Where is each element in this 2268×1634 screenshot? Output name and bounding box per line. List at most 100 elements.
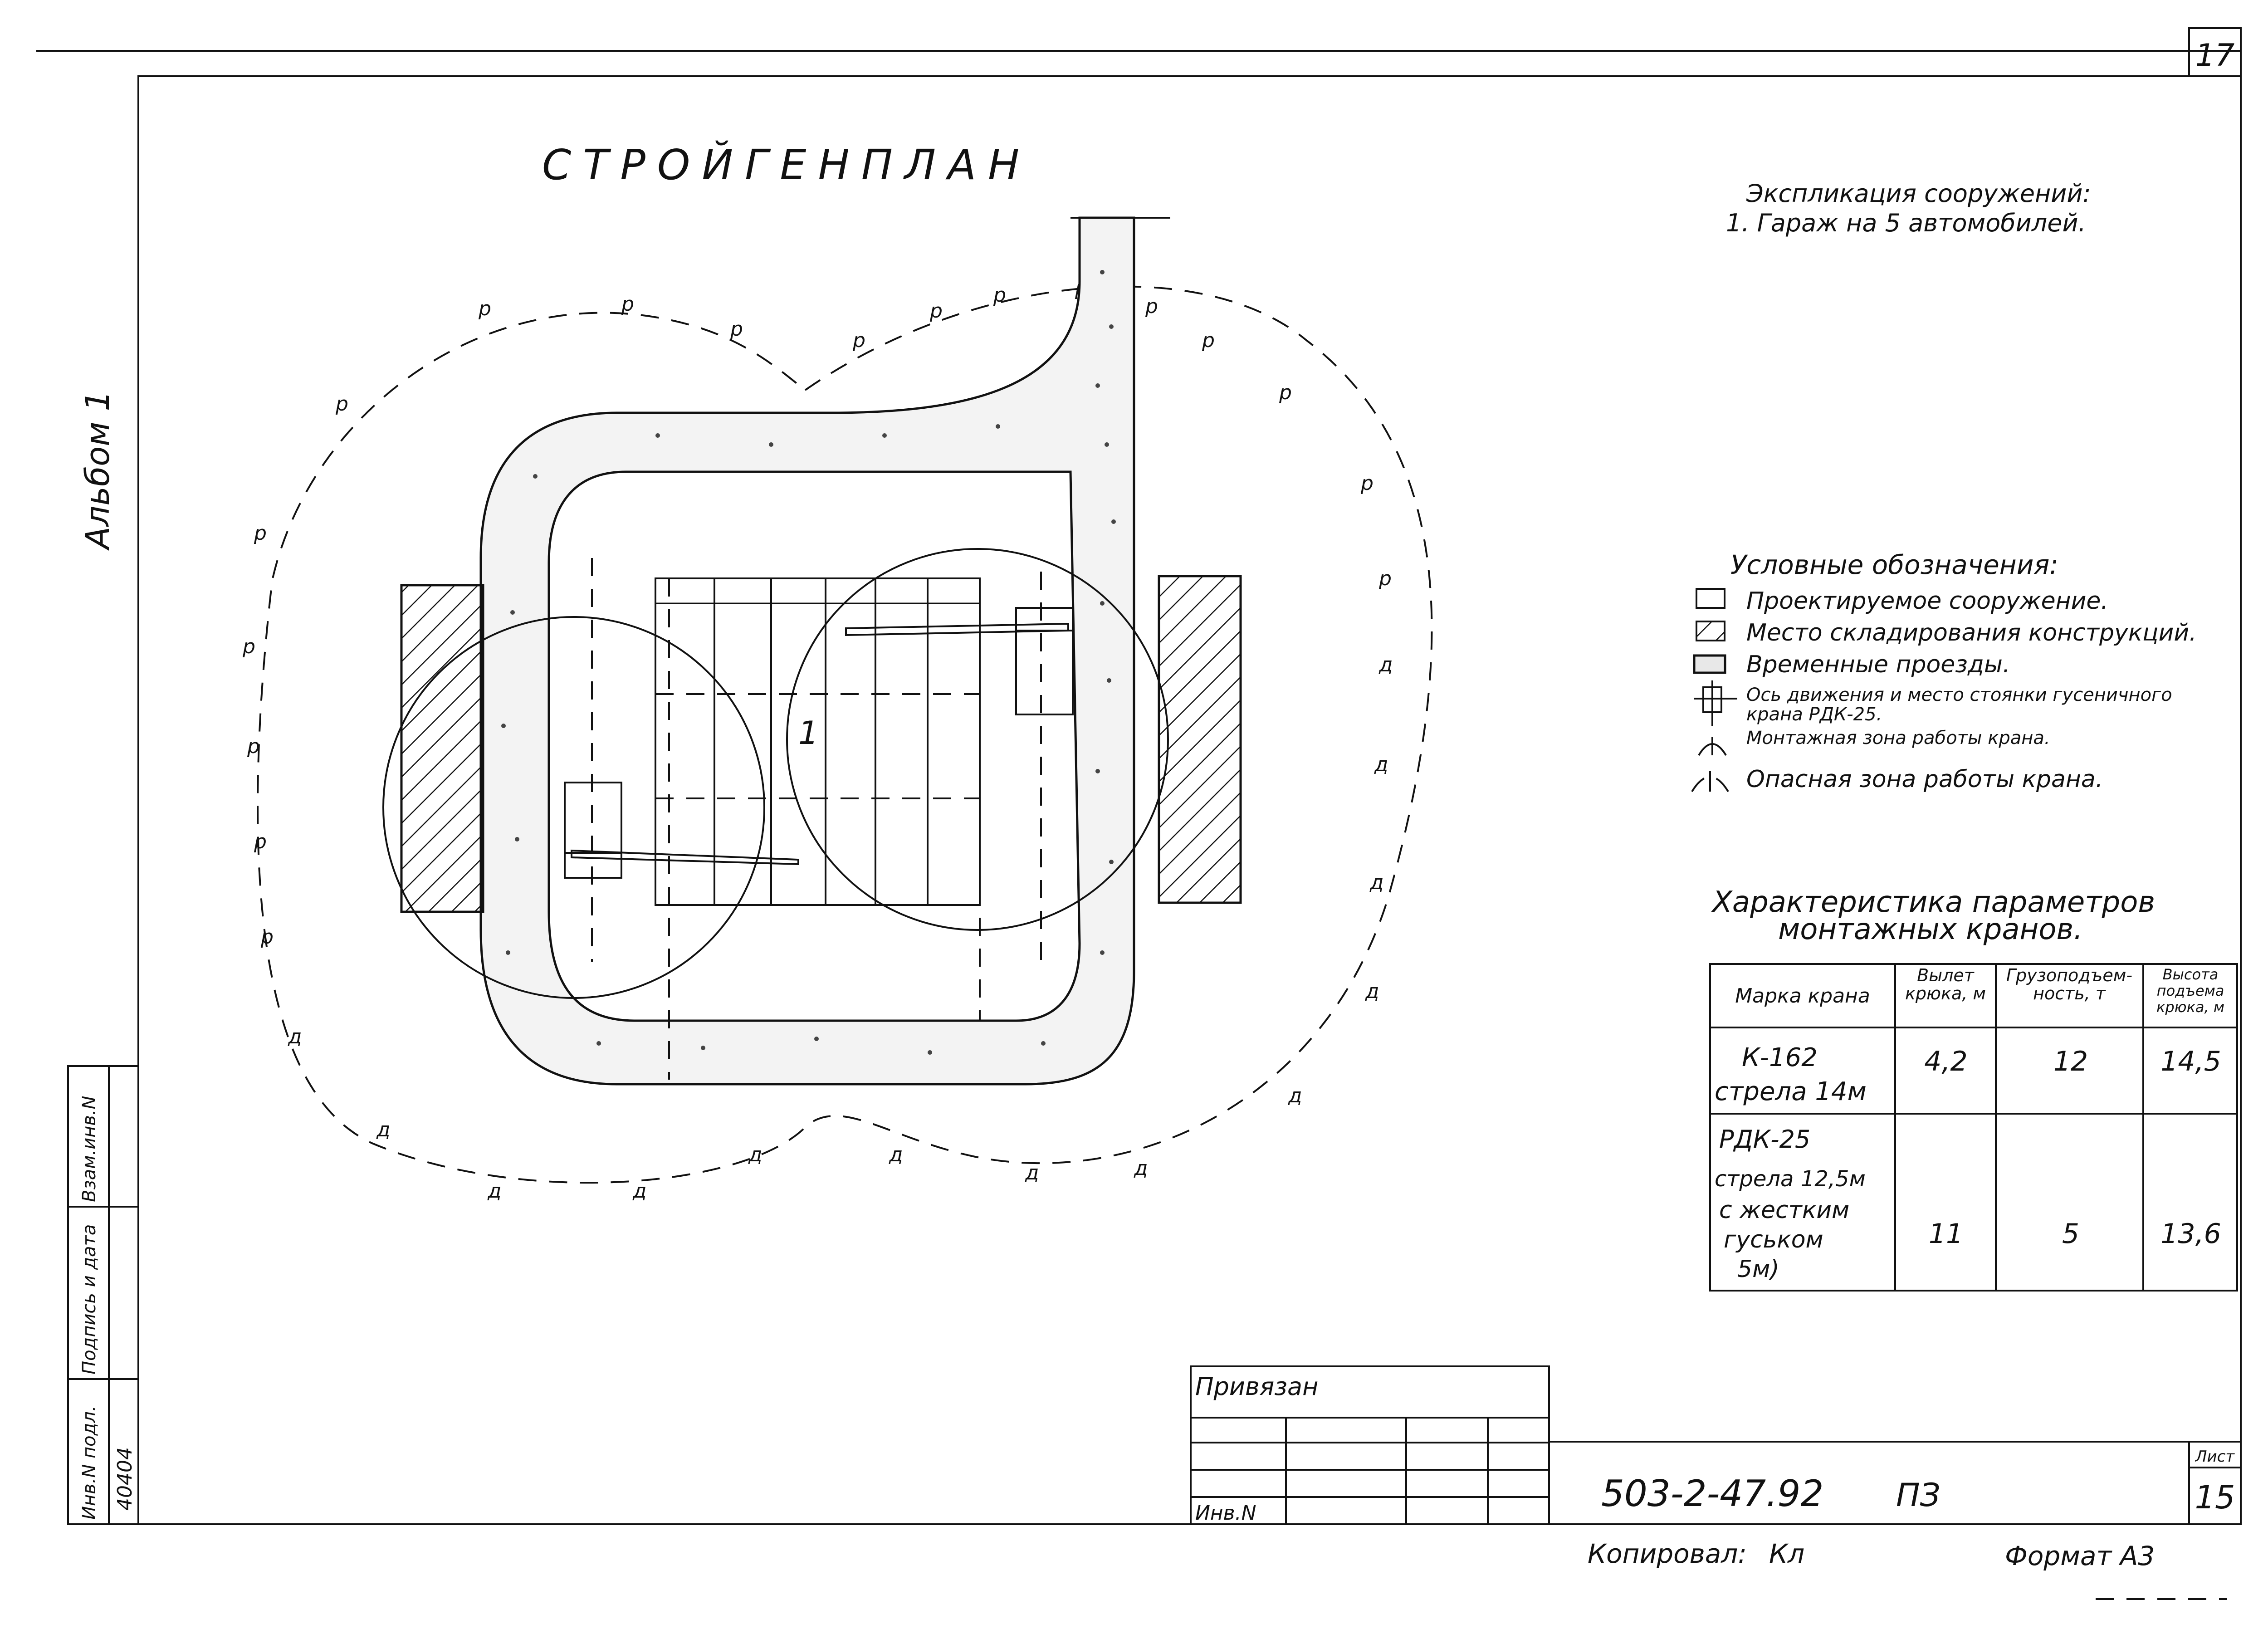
title-block-sheet-value: 15	[2195, 1479, 2235, 1516]
crane-row-1-name-2: стрела 14м	[1715, 1077, 1867, 1106]
svg-text:д: д	[1288, 1084, 1302, 1107]
storage-area-left	[400, 584, 484, 913]
title-block-inv-no: Инв.N	[1195, 1502, 1256, 1525]
title-block-section: ПЗ	[1896, 1477, 1941, 1514]
svg-text:р: р	[1378, 567, 1392, 590]
legend-symbol-crane-axis	[1694, 680, 1737, 726]
legend-symbol-road	[1693, 654, 1726, 674]
svg-text:р: р	[254, 830, 267, 853]
title-block: Привязан Инв.N 503-2-47.92 ПЗ Лист 15 Ко…	[1190, 1365, 2242, 1571]
danger-zone-outline	[257, 285, 1433, 1184]
building-marker: 1	[798, 714, 819, 752]
svg-text:д: д	[1025, 1161, 1039, 1184]
title-block-sheet-label: Лист	[2195, 1448, 2235, 1466]
title-block-copied-sign: Кл	[1769, 1538, 1804, 1569]
title-block-doc-code: 503-2-47.92	[1601, 1473, 1823, 1515]
crane-row-2-name-1: РДК-25	[1719, 1125, 1810, 1154]
svg-text:д: д	[889, 1143, 903, 1166]
svg-text:д: д	[1378, 653, 1393, 676]
svg-text:р: р	[1360, 472, 1374, 495]
legend-item-road: Временные проезды.	[1746, 651, 2010, 678]
legend-item-storage: Место складирования конструкций.	[1746, 619, 2197, 646]
crane-row-1-reach: 4,2	[1924, 1046, 1967, 1077]
title-block-privyazan: Привязан	[1195, 1372, 1318, 1401]
svg-text:д: д	[288, 1025, 302, 1048]
svg-text:р: р	[929, 299, 943, 323]
svg-text:р: р	[730, 318, 743, 341]
fence-marks-bottom: д д д д д д д д д д д д д	[288, 653, 1393, 1203]
svg-text:р: р	[852, 329, 865, 352]
svg-text:д: д	[1365, 980, 1379, 1003]
road-inner-edge	[547, 470, 1081, 1022]
crane-row-1-capacity: 12	[2053, 1046, 2088, 1077]
crane-row-1-name-1: К-162	[1742, 1043, 1818, 1072]
svg-text:д: д	[1134, 1157, 1148, 1180]
crane-table-header-capacity: Грузоподъем- ность, т	[2006, 966, 2133, 1003]
svg-text:р: р	[478, 297, 491, 320]
svg-text:д: д	[632, 1179, 646, 1203]
svg-text:р: р	[1145, 295, 1158, 318]
legend: Условные обозначения: Проектируемое соор…	[1691, 549, 2197, 793]
svg-text:р: р	[247, 735, 260, 758]
site-plan: р р р р р р р р р р р р р р р р р р д д …	[242, 216, 1433, 1203]
crane-row-2-capacity: 5	[2062, 1218, 2079, 1250]
crane-table-heading-1: Характеристика параметров	[1711, 885, 2155, 919]
crane-right	[845, 607, 1074, 715]
legend-symbol-danger-zone	[1691, 771, 1729, 793]
crane-table: Характеристика параметров монтажных кран…	[1709, 885, 2238, 1292]
side-stamp-inv-value: 40404	[113, 1447, 137, 1511]
svg-text:д: д	[376, 1118, 390, 1141]
side-stamp-replaces-inv: Взам.инв.N	[79, 1096, 100, 1202]
svg-text:д: д	[748, 1143, 762, 1166]
svg-text:р: р	[621, 293, 634, 316]
svg-text:д: д	[1374, 753, 1388, 776]
svg-text:р: р	[254, 522, 267, 545]
side-stamp-inv-original: Инв.N подл.	[79, 1405, 100, 1520]
svg-text:р: р	[260, 925, 274, 949]
crane-row-2-reach: 11	[1929, 1218, 1963, 1250]
crane-table-header-height: Высота подъема крюка, м	[2156, 966, 2224, 1016]
crane-row-2-name-4: гуськом	[1724, 1226, 1823, 1253]
legend-item-mounting-zone: Монтажная зона работы крана.	[1746, 728, 2050, 749]
legend-item-crane-axis-2: крана РДК-25.	[1746, 704, 1882, 725]
svg-text:р: р	[242, 635, 255, 658]
crane-row-2-name-3: с жестким	[1719, 1197, 1849, 1224]
explication-item-1: 1. Гараж на 5 автомобилей.	[1726, 209, 2086, 237]
sheet-number-top: 17	[2195, 38, 2235, 73]
explication: Экспликация сооружений: 1. Гараж на 5 ав…	[1726, 179, 2091, 237]
legend-symbol-building	[1696, 588, 1725, 609]
legend-symbol-storage	[1696, 621, 1725, 641]
title-block-format: Формат А3	[2005, 1541, 2155, 1571]
legend-item-crane-axis: Ось движения и место стоянки гусеничного	[1746, 685, 2172, 705]
legend-item-danger-zone: Опасная зона работы крана.	[1746, 766, 2103, 793]
svg-text:р: р	[993, 284, 1006, 307]
garage-building	[655, 577, 981, 1080]
storage-area-right	[1158, 575, 1242, 904]
sheet-frame	[36, 27, 2242, 1525]
road-texture	[501, 270, 1116, 1055]
explication-heading: Экспликация сооружений:	[1746, 179, 2091, 208]
legend-symbol-mounting-zone	[1698, 737, 1727, 756]
svg-text:р: р	[1279, 381, 1292, 404]
crane-row-2-name-2: стрела 12,5м	[1715, 1166, 1866, 1192]
crane-table-header-model: Марка крана	[1735, 984, 1870, 1008]
side-stamp-signature-date: Подпись и дата	[79, 1224, 100, 1375]
crane-table-heading-2: монтажных кранов.	[1778, 913, 2083, 946]
side-stamp: Инв.N подл. 40404 Подпись и дата Взам.ин…	[67, 1065, 139, 1525]
crane-row-2-name-5: 5м)	[1737, 1256, 1779, 1283]
crane-left	[564, 782, 799, 879]
svg-text:д: д	[487, 1179, 501, 1203]
svg-text:д: д	[1369, 871, 1383, 894]
legend-heading: Условные обозначения:	[1730, 549, 2058, 580]
crane-row-1-height: 14,5	[2160, 1046, 2221, 1077]
svg-text:р: р	[1202, 329, 1215, 352]
svg-text:р: р	[335, 392, 348, 416]
legend-item-building: Проектируемое сооружение.	[1746, 587, 2108, 615]
crane-row-2-height: 13,6	[2160, 1218, 2221, 1250]
crane-table-header-reach: Вылет крюка, м	[1905, 966, 1986, 1003]
crane-zone-left	[382, 616, 765, 999]
drawing-title: СТРОЙГЕНПЛАН	[542, 140, 1031, 189]
title-block-copied-by: Копировал:	[1588, 1538, 1747, 1569]
album-label: Альбом 1	[78, 391, 117, 551]
